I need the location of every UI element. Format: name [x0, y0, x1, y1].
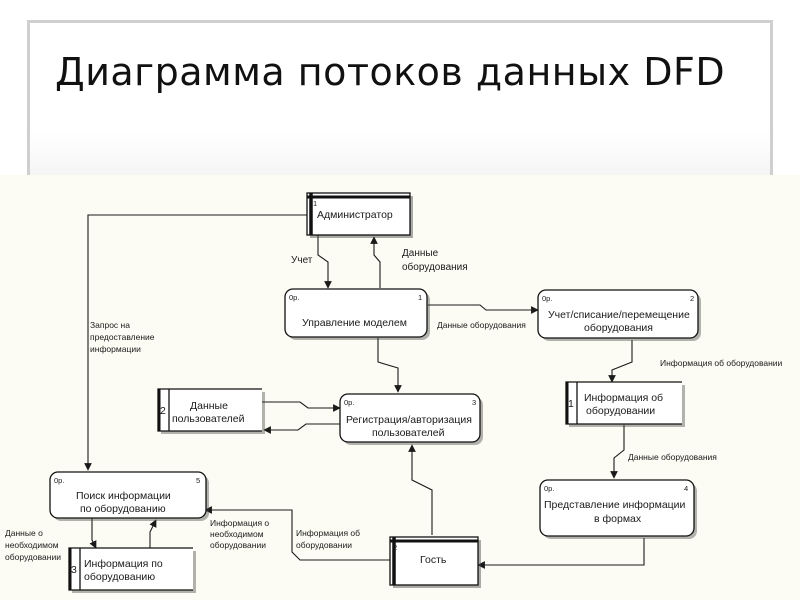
flow-admin-to-process5: [84, 214, 307, 471]
store-label-2a: Данные: [190, 400, 228, 412]
entity-label-guest: Гость: [420, 554, 447, 566]
flow-store3-to-process5: [149, 519, 157, 548]
flow-label-dannye-neobkh-1: Данные о: [5, 528, 43, 538]
store-label-3a: Информация по: [84, 558, 163, 570]
flow-label-ds1-p4: Данные оборудования: [628, 452, 717, 462]
store-label-2b: пользователей: [172, 413, 245, 425]
flow-label-p4-guest-1: Информация об: [296, 528, 360, 538]
flow-label-p1-p2: Данные оборудования: [437, 320, 526, 330]
flow-process5-to-store3: [89, 518, 97, 549]
process-label-4b: в формах: [594, 513, 642, 525]
process-5[interactable]: 0р. 5 Поиск информации по оборудованию: [49, 471, 209, 521]
flow-label-p4-guest-2: оборудовании: [296, 540, 352, 550]
process-label-3b: пользователей: [372, 427, 445, 439]
flow-admin-to-process1: [317, 235, 332, 289]
data-store-2[interactable]: 2 Данные пользователей: [157, 388, 265, 434]
process-label-1: Управление моделем: [302, 317, 407, 329]
store-number: 3: [71, 564, 77, 576]
entity-number: 2: [393, 543, 397, 552]
flow-process1-to-admin: [370, 236, 381, 288]
slide-title: Диаграмма потоков данных DFD: [55, 50, 726, 94]
flow-labels: Учет Данные оборудования Запрос на предо…: [5, 248, 783, 562]
flow-label-info-neobkh-2: необходимом: [210, 529, 264, 539]
process-4[interactable]: 0р. 4 Представление информации в формах: [539, 479, 697, 539]
store-label-3b: оборудованию: [84, 571, 155, 583]
flow-label-zapros-2: предоставление: [90, 332, 155, 342]
process-number: 3: [472, 398, 476, 407]
flow-label-info-neobkh-1: Информация о: [210, 518, 269, 528]
flow-process1-to-process2: [428, 304, 539, 314]
process-prefix: 0р.: [542, 294, 552, 303]
entity-number: 1: [313, 199, 317, 208]
process-number: 5: [196, 476, 200, 485]
process-label-3a: Регистрация/авторизация: [346, 414, 472, 426]
flow-label-zapros-1: Запрос на: [90, 320, 130, 330]
process-number: 2: [690, 294, 694, 303]
store-label-1a: Информация об: [584, 392, 663, 404]
flows: [84, 214, 645, 569]
process-number: 1: [418, 293, 422, 302]
title-frame: [27, 20, 773, 180]
data-store-1[interactable]: 1 Информация об оборудовании: [565, 381, 685, 427]
flow-label-zapros-3: информации: [90, 344, 141, 354]
process-label-5b: по оборудованию: [80, 503, 166, 515]
process-label-2a: Учет/списание/перемещение: [548, 309, 690, 321]
process-number: 4: [684, 484, 688, 493]
flow-label-p2-ds1: Информация об оборудовании: [660, 358, 783, 368]
flow-store2-to-process3: [262, 401, 341, 412]
process-3[interactable]: 0р. 3 Регистрация/авторизация пользовате…: [339, 393, 483, 445]
store-label-1b: оборудовании: [586, 405, 655, 417]
flow-process1-to-process3: [377, 338, 402, 393]
process-label-5a: Поиск информации: [76, 490, 171, 502]
entity-label-admin: Администратор: [317, 209, 393, 221]
flow-label-info-neobkh-3: оборудовании: [210, 540, 266, 550]
store-number: 1: [568, 398, 574, 410]
data-store-3[interactable]: 3 Информация по оборудованию: [68, 547, 196, 593]
external-entity-admin[interactable]: 1 Администратор: [306, 192, 413, 238]
process-label-2b: оборудования: [584, 322, 653, 334]
process-1[interactable]: 0р. 1 Управление моделем: [284, 288, 430, 340]
process-2[interactable]: 0р. 2 Учет/списание/перемещение оборудов…: [537, 289, 701, 341]
flow-guest-to-process3: [408, 444, 433, 535]
process-prefix: 0р.: [544, 484, 554, 493]
flow-label-uchet: Учет: [291, 255, 313, 266]
process-prefix: 0р.: [54, 476, 64, 485]
flow-guest-to-process5: [204, 506, 390, 561]
external-entity-guest[interactable]: 2 Гость: [389, 536, 481, 588]
flow-process2-to-store1: [608, 340, 633, 383]
flow-label-dannye-oborudovaniya-2: оборудования: [402, 261, 468, 273]
flow-label-dannye-neobkh-2: необходимом: [5, 540, 59, 550]
flow-store1-to-process4: [610, 425, 625, 479]
flow-label-dannye-oborudovaniya-1: Данные: [402, 248, 439, 259]
process-prefix: 0р.: [289, 293, 299, 302]
flow-process3-to-store2: [263, 423, 340, 434]
process-label-4a: Представление информации: [544, 499, 686, 511]
flow-process4-to-guest: [477, 538, 645, 569]
flow-label-dannye-neobkh-3: оборудовании: [5, 552, 61, 562]
store-number: 2: [160, 405, 166, 417]
process-prefix: 0р.: [344, 398, 354, 407]
